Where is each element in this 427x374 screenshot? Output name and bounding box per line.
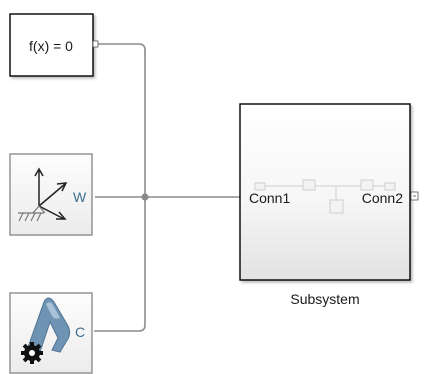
solver-configuration-block[interactable]: f(x) = 0 <box>9 13 99 77</box>
subsystem-name-label: Subsystem <box>290 291 359 307</box>
mechanism-configuration-icon <box>26 297 71 353</box>
ground-hatch-icon <box>18 205 46 222</box>
subsystem-block[interactable]: Conn1 Conn2 Subsystem <box>239 103 419 307</box>
subsystem-port-right: Conn2 <box>362 190 403 206</box>
junction-node <box>141 193 149 201</box>
world-frame-axes-icon <box>34 167 68 220</box>
solver-block-label: f(x) = 0 <box>29 38 73 54</box>
solver-port[interactable] <box>92 40 99 48</box>
subsystem-port-left: Conn1 <box>249 190 290 206</box>
connection-lines[interactable] <box>94 43 240 332</box>
line-mech-config[interactable] <box>94 198 146 332</box>
world-frame-port-label: W <box>73 189 87 205</box>
mechanism-configuration-block[interactable]: C <box>9 292 93 374</box>
line-solver[interactable] <box>94 43 146 196</box>
world-frame-block[interactable]: W <box>9 153 93 236</box>
mechanism-port-label: C <box>75 324 85 340</box>
subsystem-preview-icon <box>254 179 396 214</box>
gear-icon <box>21 342 43 364</box>
